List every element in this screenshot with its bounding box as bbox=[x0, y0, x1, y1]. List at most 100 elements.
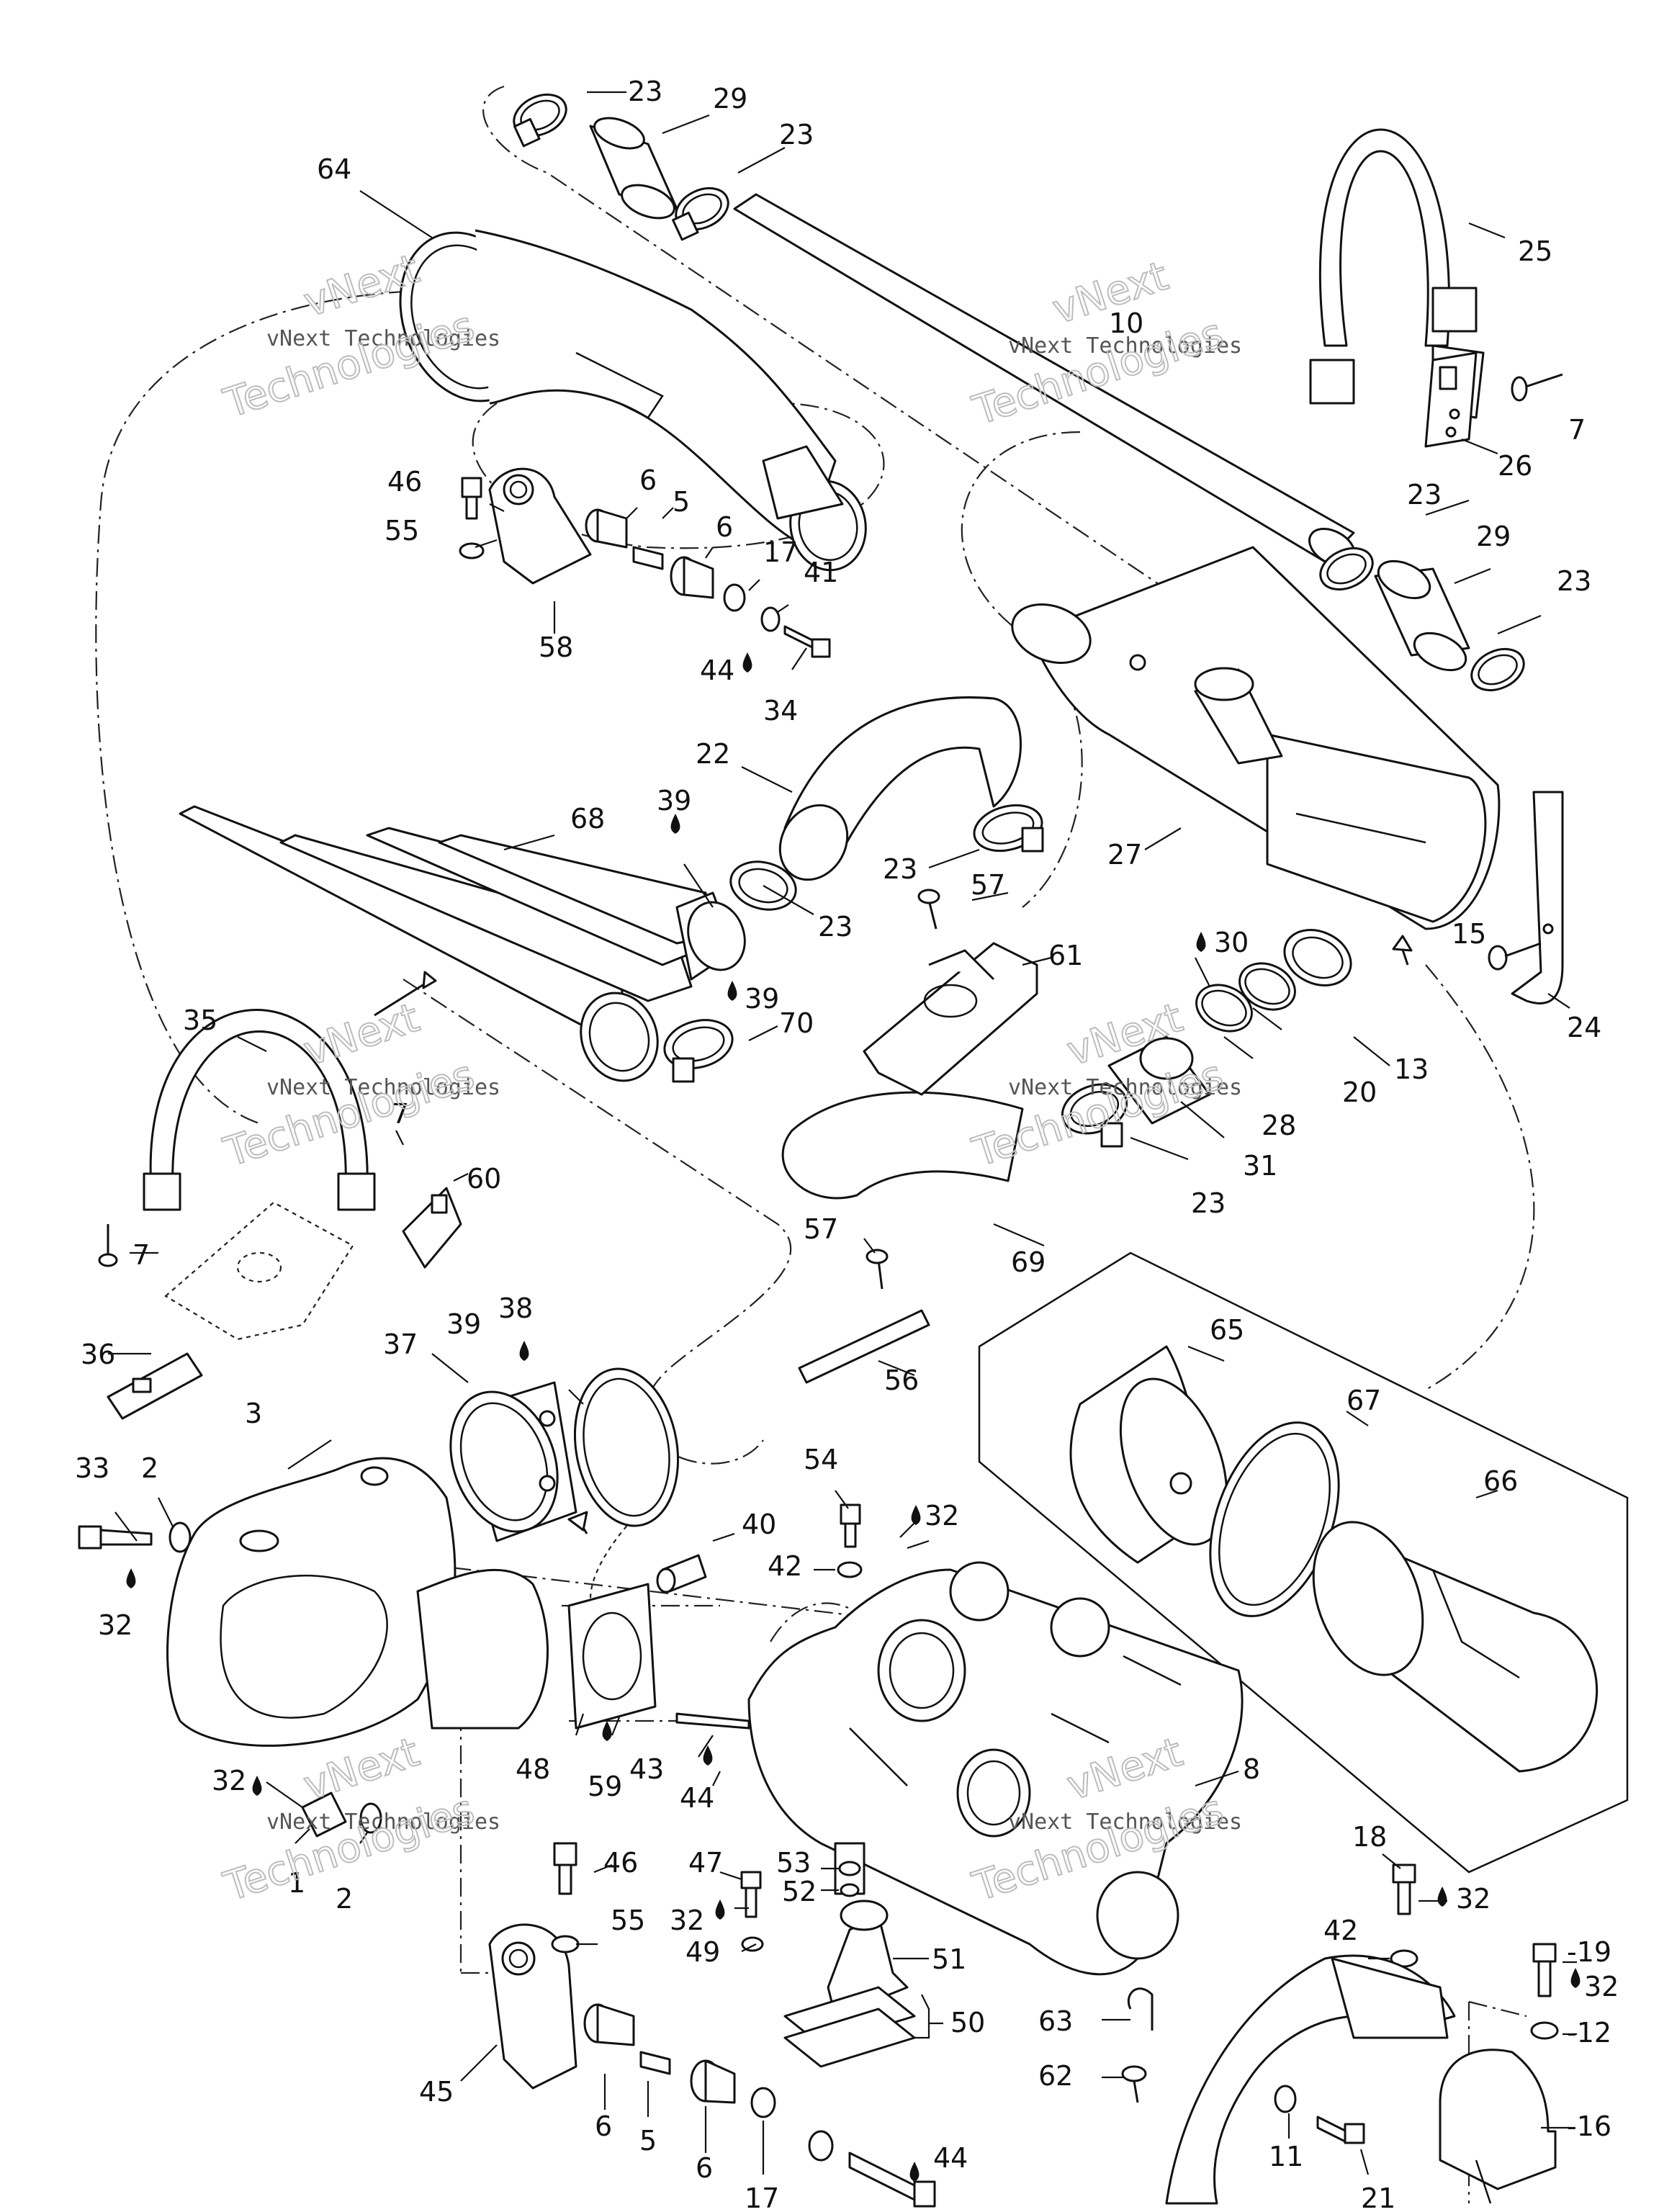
callout-11: 11 bbox=[1269, 2141, 1303, 2172]
callout-44: 44 bbox=[700, 655, 734, 686]
callout-7: 7 bbox=[132, 1239, 150, 1271]
bolt-33-icon bbox=[78, 1525, 153, 1550]
watermark-line: vNext Technologies bbox=[1008, 1809, 1242, 1835]
callout-50: 50 bbox=[950, 2007, 985, 2038]
bolt-18-icon bbox=[1392, 1863, 1416, 1915]
callout-7: 7 bbox=[392, 1098, 409, 1130]
bolt-54-icon bbox=[840, 1503, 861, 1548]
washer-17-icon bbox=[750, 2087, 776, 2118]
callout-42: 42 bbox=[1323, 1915, 1358, 1946]
silencer-65 bbox=[1069, 1345, 1228, 1564]
strap-35 bbox=[143, 1009, 376, 1211]
manifold-3 bbox=[166, 1457, 549, 1747]
ring-20-icon bbox=[1238, 962, 1296, 1011]
callout-29: 29 bbox=[1476, 521, 1511, 552]
callout-13: 13 bbox=[1394, 1053, 1429, 1085]
clamp-icon bbox=[672, 186, 729, 241]
callout-55: 55 bbox=[385, 515, 419, 547]
bracket-45 bbox=[488, 1923, 577, 2090]
rivet-7-icon bbox=[1511, 373, 1563, 402]
callout-39: 39 bbox=[745, 983, 779, 1015]
screw-15-icon bbox=[1488, 942, 1542, 971]
bracket-60 bbox=[402, 1187, 462, 1269]
washer-42-icon bbox=[837, 1561, 863, 1578]
callout-32: 32 bbox=[1584, 1971, 1619, 2002]
exhaust-pipe-64 bbox=[399, 229, 867, 572]
callout-57: 57 bbox=[971, 869, 1005, 901]
callout-6: 6 bbox=[696, 2152, 713, 2184]
bolt-34-icon bbox=[783, 625, 831, 658]
callout-22: 22 bbox=[696, 738, 730, 770]
bolt-19-icon bbox=[1532, 1943, 1557, 1997]
callout-35: 35 bbox=[183, 1004, 217, 1036]
screw-62-icon bbox=[1121, 2065, 1147, 2103]
air-box-outline bbox=[164, 1201, 354, 1341]
callout-2: 2 bbox=[141, 1452, 158, 1484]
callout-30: 30 bbox=[1214, 927, 1249, 958]
callout-61: 61 bbox=[1048, 940, 1083, 971]
callout-28: 28 bbox=[1262, 1110, 1296, 1141]
callout-67: 67 bbox=[1346, 1385, 1381, 1416]
callout-20: 20 bbox=[1342, 1076, 1377, 1108]
washer-12-icon bbox=[1530, 2021, 1559, 2040]
callout-66: 66 bbox=[1483, 1465, 1518, 1497]
callout-32: 32 bbox=[98, 1609, 132, 1641]
callout-23: 23 bbox=[818, 911, 853, 943]
callout-46: 46 bbox=[603, 1847, 638, 1879]
callout-27: 27 bbox=[1107, 839, 1142, 871]
plate-50 bbox=[783, 1986, 916, 2068]
nut-1-icon bbox=[301, 1791, 347, 1838]
callout-45: 45 bbox=[419, 2076, 454, 2108]
bolt-21-icon bbox=[1316, 2116, 1365, 2144]
callout-53: 53 bbox=[776, 1847, 811, 1879]
callout-23: 23 bbox=[883, 853, 917, 885]
callout-12: -12 bbox=[1567, 2017, 1611, 2049]
plate-56 bbox=[798, 1309, 930, 1384]
callout-37: 37 bbox=[383, 1328, 418, 1360]
callout-23: 23 bbox=[1557, 565, 1591, 597]
washer-17-icon bbox=[723, 583, 746, 612]
callout-65: 65 bbox=[1210, 1314, 1244, 1346]
pipe-29-upper bbox=[589, 117, 678, 220]
spacer-6-icon bbox=[670, 556, 714, 599]
watermark-line: vNext Technologies bbox=[1008, 1075, 1242, 1100]
callout-21: 21 bbox=[1361, 2182, 1395, 2212]
callout-6: 6 bbox=[595, 2110, 612, 2142]
callout-46: 46 bbox=[387, 466, 422, 498]
callout-34: 34 bbox=[763, 695, 798, 727]
callout-17: 17 bbox=[763, 536, 798, 568]
callout-51: 51 bbox=[932, 1943, 966, 1975]
callout-54: 54 bbox=[804, 1444, 838, 1475]
callout-59: 59 bbox=[588, 1771, 622, 1802]
heat-shield bbox=[1165, 1954, 1456, 2205]
hose-69 bbox=[781, 1091, 1024, 1200]
silencer-kit-box bbox=[978, 1251, 1629, 1874]
callout-31: 31 bbox=[1243, 1150, 1277, 1182]
callout-68: 68 bbox=[570, 803, 605, 835]
hose-22 bbox=[778, 696, 1022, 881]
callout-38: 38 bbox=[498, 1292, 533, 1324]
callout-41: 41 bbox=[804, 557, 838, 588]
oil-drop-icons bbox=[126, 652, 1581, 2182]
bolt-46-icon bbox=[461, 477, 482, 520]
callout-39: 39 bbox=[657, 785, 691, 817]
callout-2: 2 bbox=[336, 1883, 353, 1915]
muffler-27 bbox=[1011, 546, 1501, 930]
washer-icon bbox=[808, 2130, 834, 2162]
callout-48: 48 bbox=[516, 1753, 550, 1785]
callout-64: 64 bbox=[317, 153, 351, 185]
clamp-icon bbox=[1319, 547, 1374, 591]
callout-62: 62 bbox=[1038, 2060, 1073, 2092]
washer-52-icon bbox=[840, 1883, 860, 1897]
clamp-icon bbox=[973, 804, 1044, 853]
callout-40: 40 bbox=[742, 1509, 776, 1540]
callout-23: 23 bbox=[779, 119, 814, 150]
callout-70: 70 bbox=[779, 1007, 814, 1039]
adapter-31 bbox=[1107, 1035, 1211, 1125]
sleeve-40 bbox=[656, 1554, 707, 1593]
callout-56: 56 bbox=[884, 1364, 919, 1396]
callout-labels: 23 29 23 64 25 10 7 26 46 6 5 55 6 17 41… bbox=[75, 76, 1619, 2212]
callout-52: 52 bbox=[782, 1876, 817, 1907]
callout-58: 58 bbox=[539, 631, 573, 663]
